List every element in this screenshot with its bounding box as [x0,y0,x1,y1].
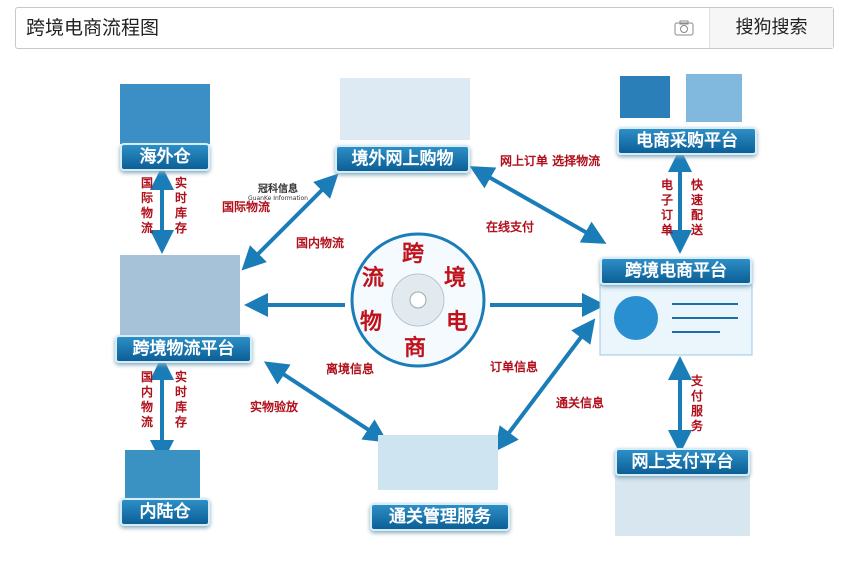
label-e-order: 电子订单 [660,178,673,237]
node-payment: 网上支付平台 [615,448,750,476]
flowchart-image[interactable]: 冠科信息 GuanKe Information 海外仓 境外网上购物 电商采购平… [0,60,850,564]
search-input[interactable]: 跨境电商流程图 [26,17,160,39]
node-overseas-warehouse: 海外仓 [120,143,210,171]
logo-name: 冠科信息 [258,184,298,195]
node-inland-warehouse: 内陆仓 [120,498,210,526]
search-bar: 跨境电商流程图 搜狗搜索 [15,7,834,49]
label-realtime-stock: 实时库存 [174,176,187,235]
node-customs: 通关管理服务 [370,503,510,531]
center-char: 物 [360,310,383,335]
label-inspection: 实物验放 [250,400,299,414]
node-overseas-shopping: 境外网上购物 [335,145,470,173]
label-exit-info: 离境信息 [326,362,375,376]
logo-sub: GuanKe Information [248,195,308,202]
label-intl-logistics-diag: 国际物流 [222,200,271,214]
center-char: 电 [446,310,469,335]
search-button[interactable]: 搜狗搜索 [709,8,833,48]
label-realtime-stock-2: 实时库存 [174,370,187,429]
label-order-select: 网上订单 选择物流 [500,154,601,168]
label-customs-info: 通关信息 [556,396,605,410]
camera-icon[interactable] [659,8,709,48]
label-order-info: 订单信息 [490,360,539,374]
node-logistics-platform: 跨境物流平台 [115,335,252,363]
label-fast-delivery: 快速配送 [690,178,703,237]
label-domestic-logistics-diag: 国内物流 [296,236,345,250]
node-procurement: 电商采购平台 [617,127,757,155]
center-char: 境 [444,266,467,291]
label-online-pay: 在线支付 [486,220,535,234]
node-ecommerce-platform: 跨境电商平台 [600,257,752,285]
label-domestic-logistics: 国内物流 [140,370,153,429]
label-pay-service: 支付服务 [690,374,703,433]
label-intl-logistics: 国际物流 [140,176,153,235]
center-char: 流 [362,266,385,291]
center-char: 跨 [402,242,425,267]
arrows [120,74,753,536]
company-logo: 冠科信息 GuanKe Information [248,152,308,202]
center-char: 商 [404,336,427,361]
